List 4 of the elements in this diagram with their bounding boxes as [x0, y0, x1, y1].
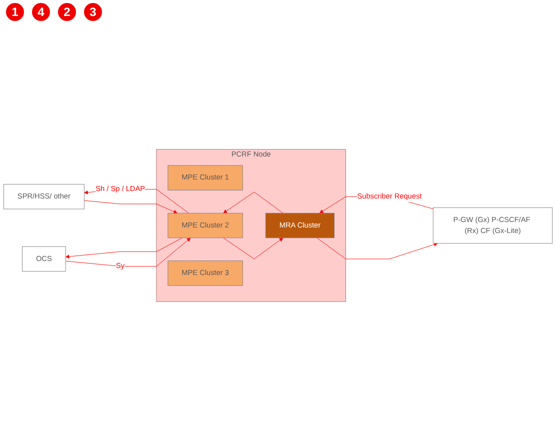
callout-number: 4 [32, 3, 50, 21]
callout-number: 3 [84, 3, 102, 21]
callout-number: 1 [6, 3, 24, 21]
callout-number: 2 [58, 3, 76, 21]
